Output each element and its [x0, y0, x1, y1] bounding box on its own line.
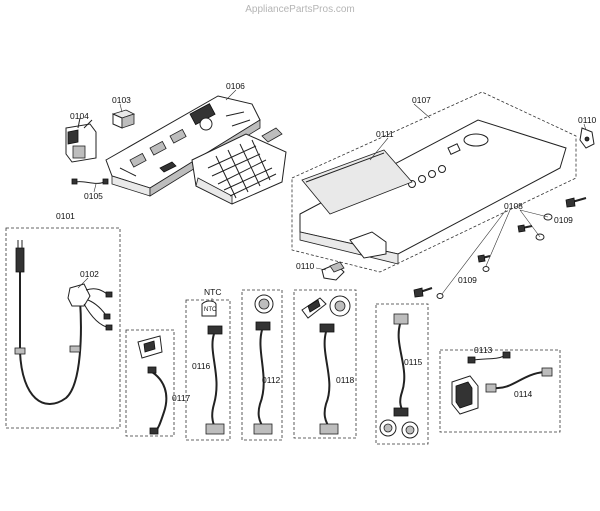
part-0104-terminal-block[interactable]	[65, 117, 97, 163]
label-0109-lower: 0109	[458, 275, 477, 285]
part-0105-jumper-wire[interactable]	[71, 178, 109, 185]
label-0111: 0111	[376, 129, 394, 139]
label-0105: 0105	[84, 191, 103, 201]
label-ntc-part: NTC	[204, 307, 217, 313]
label-0112: 0112	[262, 375, 281, 385]
part-0110-clip-right[interactable]	[579, 127, 595, 149]
label-0118: 0118	[336, 375, 355, 385]
label-0114: 0114	[514, 389, 533, 399]
part-0108-screws[interactable]	[413, 197, 587, 298]
part-0103-relay[interactable]	[111, 109, 136, 129]
part-0109-washers[interactable]	[436, 213, 553, 299]
label-0108: 0108	[504, 201, 523, 211]
label-0106: 0106	[226, 81, 245, 91]
part-0117-wire-harness[interactable]	[125, 329, 175, 437]
label-ntc: NTC	[204, 287, 222, 297]
part-0112-wire-harness[interactable]	[241, 289, 283, 441]
part-0113-jumper-wire[interactable]	[467, 351, 511, 364]
watermark: AppliancePartsPros.com	[245, 4, 355, 15]
label-0117: 0117	[172, 393, 191, 403]
part-0107-control-panel-group[interactable]	[291, 91, 577, 273]
part-0106-housing[interactable]	[191, 127, 287, 205]
part-0102-filter[interactable]	[67, 283, 113, 331]
label-0101: 0101	[56, 211, 75, 221]
part-0111-membrane-overlay[interactable]	[301, 149, 413, 215]
label-0113: 0113	[474, 345, 493, 355]
label-0109-right: 0109	[554, 215, 573, 225]
part-0115-wire-harness[interactable]	[375, 303, 429, 445]
label-0110-left: 0110	[296, 261, 315, 271]
part-0114-wire-harness[interactable]	[439, 349, 561, 433]
label-0104: 0104	[70, 111, 89, 121]
label-0102: 0102	[80, 269, 99, 279]
part-0101-power-cord-group[interactable]	[5, 227, 121, 429]
label-0115: 0115	[404, 357, 423, 367]
label-0107: 0107	[412, 95, 431, 105]
part-0118-wire-harness[interactable]	[293, 289, 357, 439]
label-0110-right: 0110	[578, 115, 597, 125]
part-0110-clip-left[interactable]	[321, 261, 345, 281]
label-0116: 0116	[192, 361, 211, 371]
label-0103: 0103	[112, 95, 131, 105]
part-0116-ntc-harness[interactable]	[185, 299, 231, 441]
